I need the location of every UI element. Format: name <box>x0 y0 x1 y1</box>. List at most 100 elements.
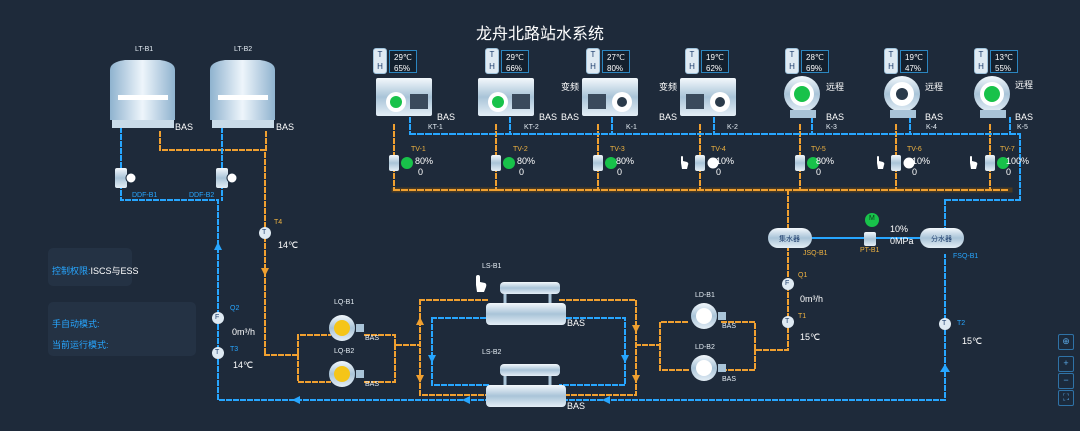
tv-percent: 80% <box>816 156 835 166</box>
tv-label: TV-5 <box>811 146 826 153</box>
ahu-kt-2[interactable] <box>478 78 534 116</box>
locate-icon[interactable]: ⊕ <box>1058 334 1074 350</box>
sensor-name: T3 <box>230 346 239 353</box>
pump-lq-b1[interactable] <box>329 315 364 341</box>
collector-id: JSQ-B1 <box>803 250 828 257</box>
bas-label: BAS <box>561 112 580 122</box>
pump-ld-b2[interactable] <box>691 355 726 381</box>
pump-id: LD-B2 <box>695 344 715 351</box>
bas-label: BAS <box>175 122 194 132</box>
zoom-in-icon[interactable]: + <box>1058 356 1074 372</box>
tv-percent: 80% <box>517 156 536 166</box>
bas-label: BAS <box>567 401 586 411</box>
pump-id: LQ-B2 <box>334 348 355 355</box>
sensor-t3 <box>212 347 224 359</box>
valve-tv-7[interactable] <box>985 155 1009 171</box>
tv-percent: 10% <box>716 156 735 166</box>
bypass-pressure: 0MPa <box>890 236 914 246</box>
bypass-valve-pt-b1[interactable] <box>864 213 879 246</box>
sensor-letter: T <box>262 229 267 236</box>
sensor-letter: T <box>215 349 220 356</box>
sensor-name: T4 <box>274 219 283 226</box>
tv-zero: 0 <box>716 167 722 177</box>
hand-icon <box>970 156 978 169</box>
bas-label: BAS <box>826 112 845 122</box>
bas-label: BAS <box>365 335 380 342</box>
bas-label: BAS <box>722 376 737 383</box>
bas-label: BAS <box>276 122 295 132</box>
valve-tv-2[interactable] <box>491 155 515 171</box>
fan-k-5[interactable] <box>974 76 1010 118</box>
collector-jsq-b1[interactable] <box>768 228 812 248</box>
sensor-value: 14℃ <box>278 240 299 250</box>
fan-k-4[interactable] <box>884 76 920 118</box>
pump-id: LQ-B1 <box>334 299 355 306</box>
ahu-k-2[interactable] <box>680 78 736 116</box>
valve-tv-6[interactable] <box>891 155 916 171</box>
unit-id: K-4 <box>926 124 937 131</box>
unit-id: KT-2 <box>524 124 539 131</box>
mode-label: 变频 <box>561 82 580 92</box>
chiller-ls-b2[interactable] <box>486 364 566 407</box>
unit-id: K-3 <box>826 124 837 131</box>
pump-ld-b1[interactable] <box>691 303 726 329</box>
sensor-markers <box>212 227 951 359</box>
bas-label: BAS <box>659 112 678 122</box>
pump-id: LD-B1 <box>695 292 715 299</box>
tv-zero: 0 <box>912 167 918 177</box>
sensor-name: T1 <box>798 313 807 320</box>
bas-label: BAS <box>925 112 944 122</box>
ahu-kt-1[interactable] <box>376 78 432 116</box>
valve-tv-1[interactable] <box>389 155 413 171</box>
cooling-tower-lt-b1[interactable] <box>110 60 175 128</box>
chiller-id: LS-B2 <box>482 349 502 356</box>
chiller-ls-b1[interactable] <box>486 282 566 325</box>
valve-tv-4[interactable] <box>695 155 720 171</box>
cooling-tower-lt-b2[interactable] <box>210 60 275 128</box>
sensor-name: Q1 <box>798 272 808 279</box>
sensor-letter: F <box>215 314 220 321</box>
collector-id: FSQ-B1 <box>953 253 979 260</box>
tv-percent: 100% <box>1006 156 1030 166</box>
valve-tv-3[interactable] <box>593 155 617 171</box>
bas-label: BAS <box>437 112 456 122</box>
hand-icons <box>476 156 978 292</box>
collector-fsq-b1[interactable] <box>920 228 964 248</box>
fullscreen-icon[interactable]: ⛶ <box>1058 390 1074 406</box>
authority-label: 控制权限: <box>52 266 91 276</box>
bypass-percent: 10% <box>890 224 909 234</box>
sensor-t2 <box>939 318 951 330</box>
fan-k-3[interactable] <box>784 76 820 118</box>
tv-valves <box>389 155 1009 171</box>
sensor-value: 14℃ <box>233 360 254 370</box>
valve-tv-5[interactable] <box>795 155 819 171</box>
pump-lq-b2[interactable] <box>329 361 364 387</box>
tv-label: TV-2 <box>513 146 528 153</box>
mode-panel: 手自动模式: 当前运行模式: <box>48 302 196 356</box>
zoom-out-icon[interactable]: − <box>1058 373 1074 389</box>
ahu-k-1[interactable] <box>582 78 638 116</box>
tv-label: TV-6 <box>907 146 922 153</box>
valve-ddf-b2[interactable] <box>216 168 238 188</box>
valve-label: DDF-B2 <box>189 192 215 199</box>
bas-label: BAS <box>365 381 380 388</box>
valve-ddf-b1[interactable] <box>115 168 137 188</box>
control-authority-panel: 控制权限:ISCS与ESS <box>48 248 139 286</box>
sensor-t4 <box>259 227 271 239</box>
sensor-q1 <box>782 278 794 290</box>
sensor-value: 15℃ <box>962 336 983 346</box>
collector-name: 集水器 <box>779 236 800 243</box>
